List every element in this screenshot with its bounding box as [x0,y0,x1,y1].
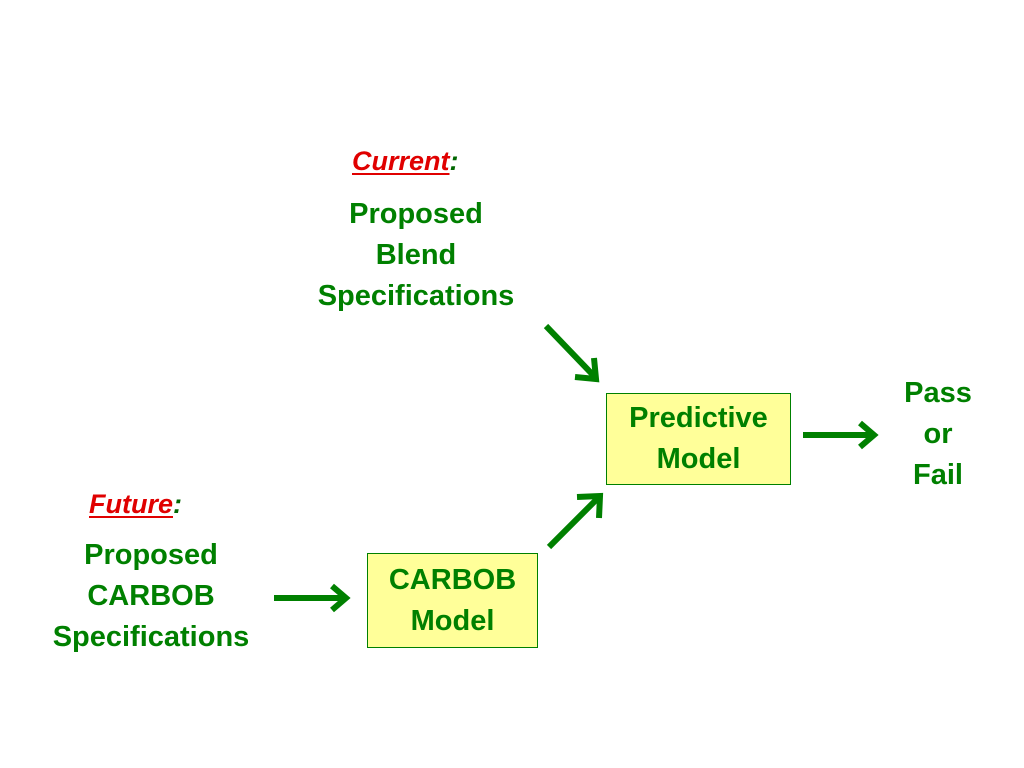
outcome-line-3: Fail [913,459,963,491]
arrow-predictive-to-outcome-icon [803,420,879,450]
future-heading-word: Future [89,489,173,519]
future-heading-colon: : [173,489,182,519]
future-line-3: Specifications [52,621,250,653]
predictive-model-line-1: Predictive [629,402,768,434]
future-carbob-label: Proposed CARBOB Specifications [31,535,271,658]
carbob-model-line-2: Model [410,604,495,637]
carbob-model-line-1: CARBOB [388,563,517,596]
current-line-3: Specifications [317,280,515,312]
arrow-current-to-predictive-icon [543,323,600,383]
pass-or-fail-label: Pass or Fail [888,373,988,496]
future-heading: Future: [89,489,182,520]
predictive-model-line-2: Model [656,443,741,475]
arrow-future-to-carbob-icon [274,583,351,613]
outcome-line-1: Pass [904,377,972,409]
current-line-1: Proposed [349,198,483,230]
current-heading-word: Current [352,146,450,176]
current-heading-colon: : [449,146,459,176]
predictive-model-box: Predictive Model [606,393,791,485]
outcome-line-2: or [923,418,953,450]
carbob-model-box: CARBOB Model [367,553,538,648]
current-line-2: Blend [375,239,457,271]
arrow-carbob-to-predictive-icon [546,492,604,550]
current-heading: Current: [352,146,459,177]
current-blend-label: Proposed Blend Specifications [296,194,536,317]
future-line-1: Proposed [84,539,218,571]
future-line-2: CARBOB [87,580,215,612]
